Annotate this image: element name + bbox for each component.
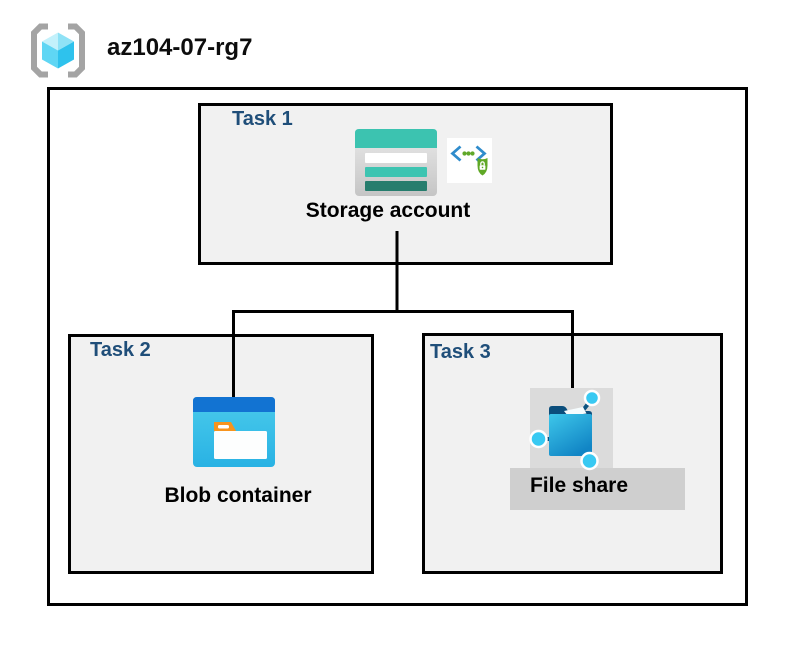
storage-account-label: Storage account xyxy=(305,199,471,222)
resource-group-icon xyxy=(31,23,85,78)
shared-access-signature-icon xyxy=(447,138,492,183)
file-share-icon xyxy=(529,389,601,471)
task1-label: Task 1 xyxy=(232,108,293,130)
resource-group-title: az104-07-rg7 xyxy=(107,34,253,61)
storage-account-icon xyxy=(355,129,437,196)
bracket-left xyxy=(31,23,48,78)
task2-label: Task 2 xyxy=(90,339,151,361)
blob-container-icon xyxy=(193,397,275,467)
blob-container-label: Blob container xyxy=(164,484,312,507)
file-share-label: File share xyxy=(529,474,629,497)
bracket-right xyxy=(68,23,85,78)
task3-label: Task 3 xyxy=(430,341,491,363)
file-share-label-band xyxy=(510,468,685,510)
